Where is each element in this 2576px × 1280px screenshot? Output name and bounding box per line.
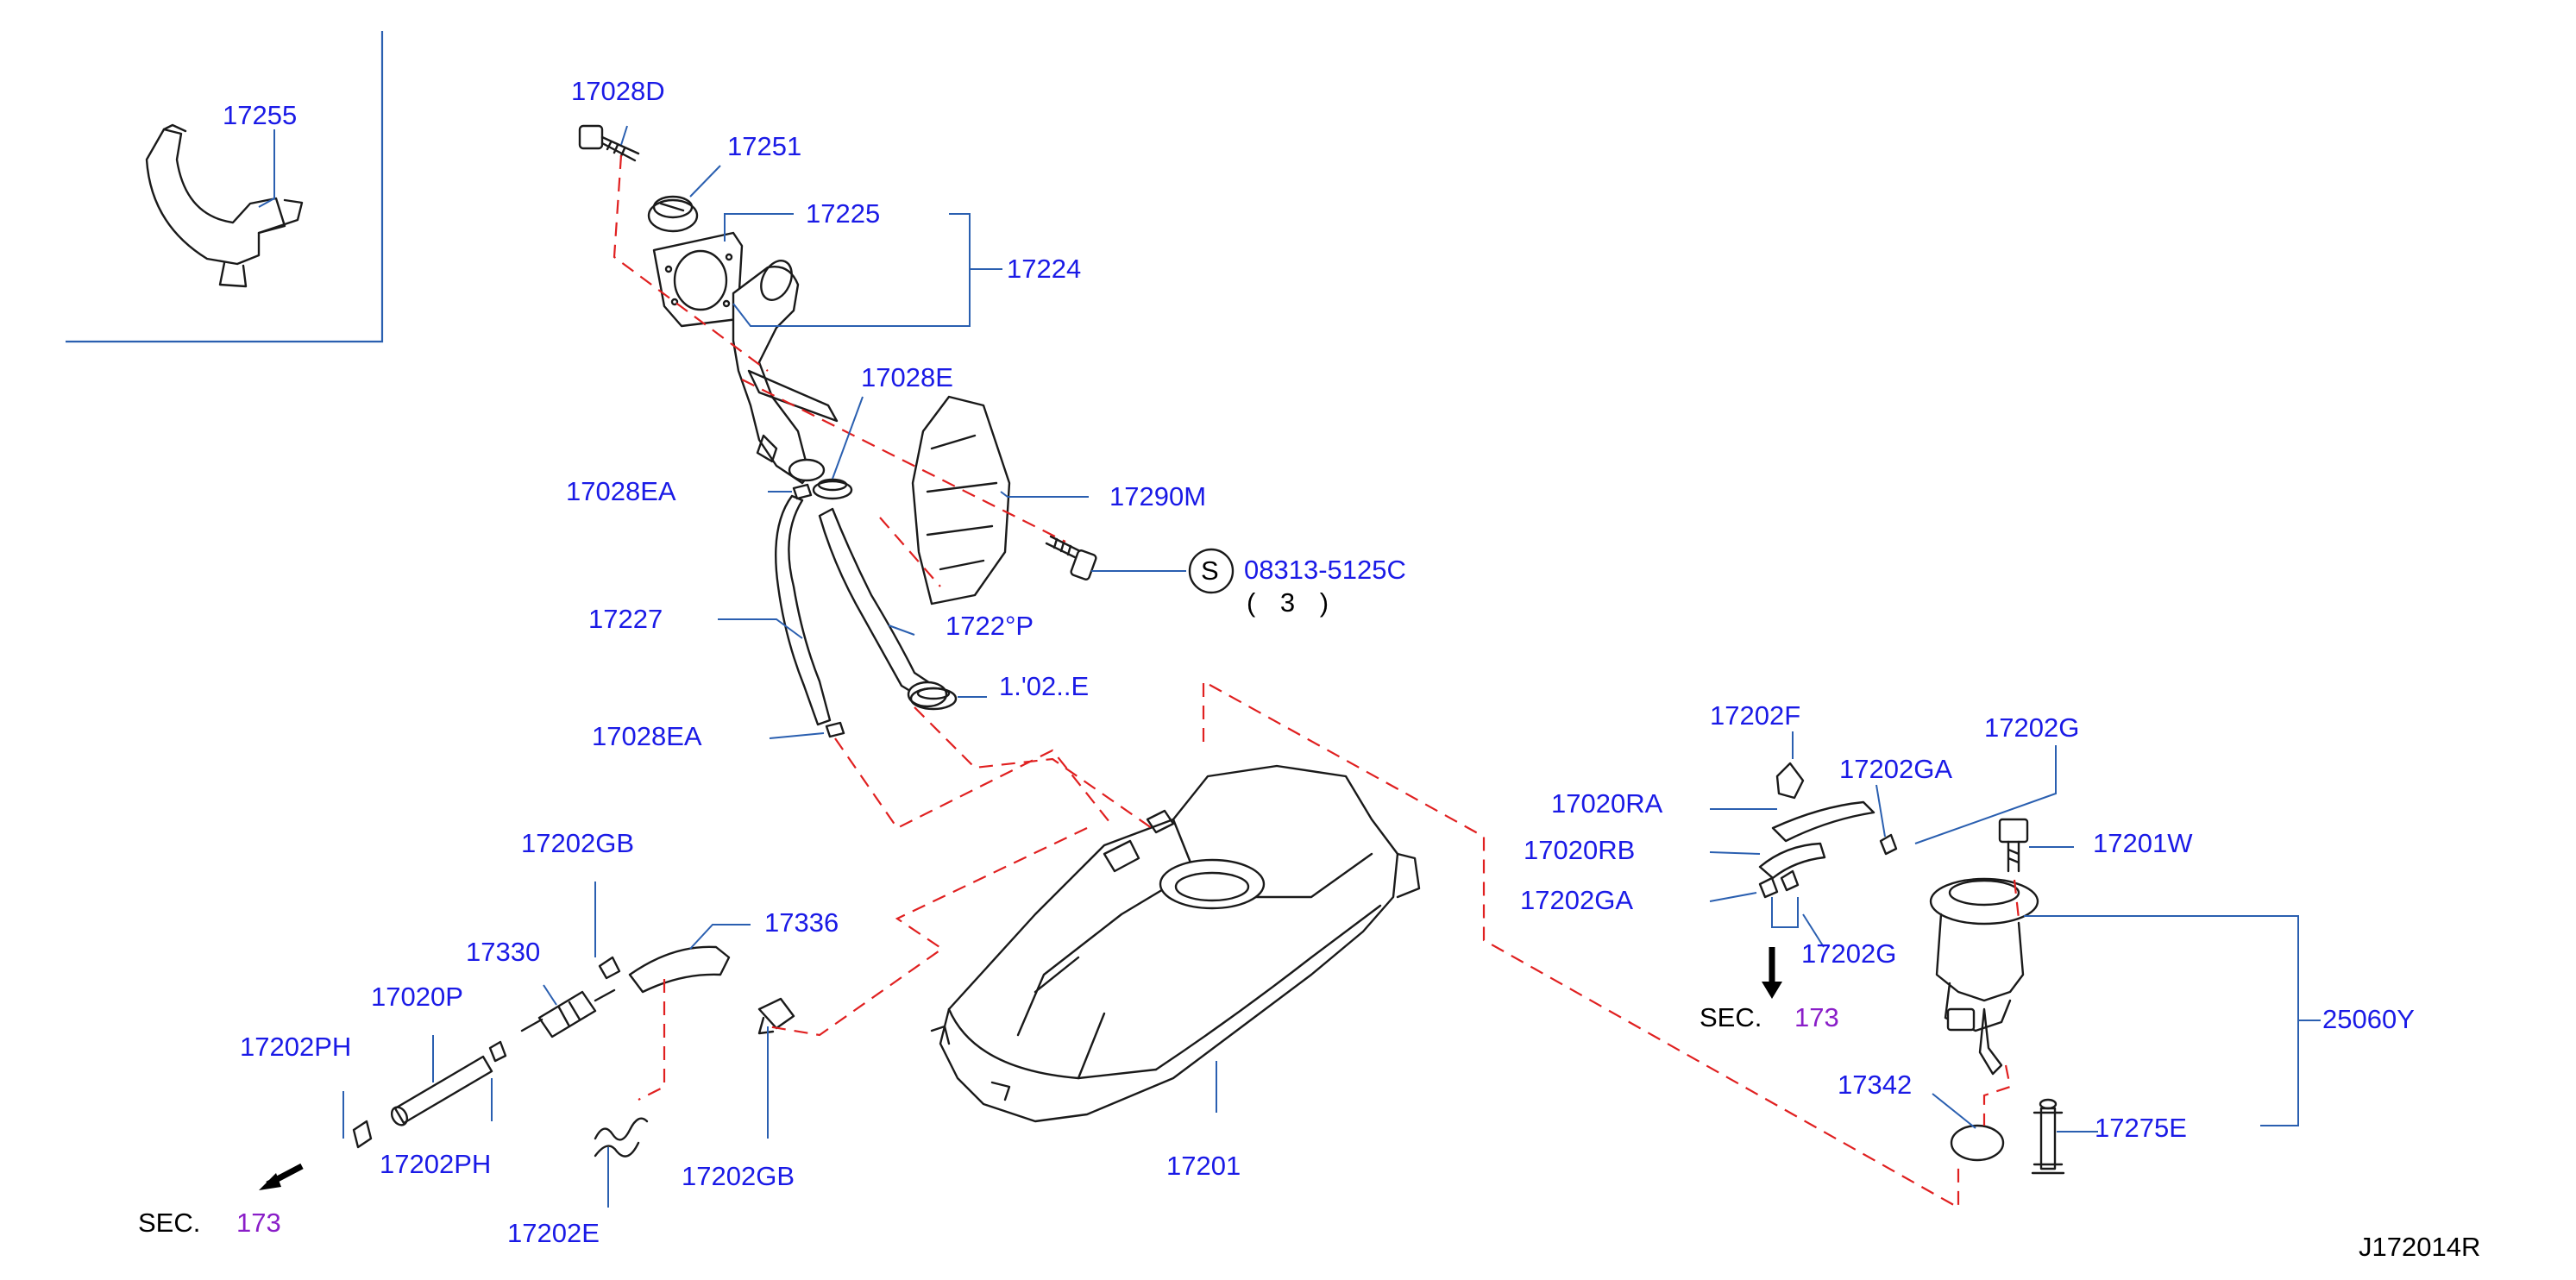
sec-number-left[interactable]: 173 (236, 1208, 281, 1238)
label-17336: 17336 (764, 907, 839, 938)
label-25060Y: 25060Y (2322, 1004, 2415, 1034)
clamp-17028EA-top (792, 483, 813, 500)
clip-17202PH (352, 1040, 507, 1149)
label-17202F: 17202F (1710, 700, 1801, 731)
label-17028EA-bottom: 17028EA (592, 721, 702, 751)
label-17028E-top: 17028E (861, 362, 953, 392)
clamp-17028EA-bottom (825, 721, 845, 738)
label-17330: 17330 (466, 937, 541, 967)
label-17202GA-top: 17202GA (1839, 754, 1952, 784)
filter-17330 (520, 988, 616, 1038)
label-1722P: 1722°P (946, 611, 1034, 641)
bracket-17255 (145, 123, 304, 288)
label-17202E: 17202E (507, 1218, 600, 1248)
phantom-lines (613, 154, 2020, 1209)
clip-17202GA (1758, 833, 1898, 899)
label-17028D: 17028D (571, 76, 665, 106)
clamp-17028E-top (812, 478, 853, 500)
label-17342: 17342 (1838, 1070, 1913, 1100)
hose-17020RB (1758, 842, 1826, 880)
label-17202G-bottom: 17202G (1801, 938, 1897, 969)
hose-17202E (594, 1117, 649, 1158)
hose-17227 (775, 494, 832, 726)
clamp-17028E-bottom (909, 687, 958, 711)
arrow-sec173-left (259, 1163, 304, 1190)
sec-prefix-left: SEC. (138, 1208, 201, 1238)
label-17275E: 17275E (2095, 1113, 2187, 1143)
screw-08313 (1045, 535, 1097, 580)
protector-17290M (911, 395, 1011, 605)
arrow-sec173-right (1762, 947, 1782, 999)
label-screw-08313: 08313-5125C (1244, 555, 1406, 585)
label-screw-qty: ( 3 ) (1247, 587, 1338, 618)
label-17020RA: 17020RA (1551, 788, 1663, 819)
clip-17202GB-top (598, 956, 621, 980)
clip-17202F (1775, 762, 1805, 800)
label-17202GB-top: 17202GB (521, 828, 634, 858)
label-17028E-bottom: 1.'02..E (999, 671, 1090, 701)
sender-17275E (2031, 1098, 2065, 1175)
sec-prefix-right: SEC. (1700, 1002, 1762, 1032)
label-17020RB: 17020RB (1524, 835, 1636, 865)
label-17201W: 17201W (2093, 828, 2193, 858)
label-17202GB-bottom: 17202GB (682, 1161, 795, 1191)
bolt-17028D (578, 124, 640, 162)
leader-lines (258, 125, 2321, 1208)
clip-17202G (1780, 869, 1800, 892)
gasket-17342 (1950, 1124, 2005, 1162)
label-17224: 17224 (1007, 254, 1082, 284)
screw-symbol-circle (1188, 548, 1235, 594)
fuel-tank-17201 (930, 764, 1421, 1123)
diagram-id: J172014R (2359, 1232, 2481, 1262)
inset-frame (66, 31, 384, 343)
bolt-17201W (1998, 818, 2029, 873)
fuel-pump-25060Y (1929, 877, 2039, 1076)
hose-17336 (628, 945, 731, 994)
label-17227: 17227 (588, 604, 663, 634)
label-17251: 17251 (727, 131, 802, 161)
hose-17020P (390, 1055, 493, 1126)
label-17020P: 17020P (371, 982, 463, 1012)
label-17202GA-left: 17202GA (1520, 885, 1633, 915)
cap-17251 (647, 195, 699, 233)
clip-17202GB (757, 997, 795, 1035)
label-17202PH-left: 17202PH (240, 1032, 352, 1062)
filler-neck-17225 (652, 231, 839, 485)
label-17202G-top: 17202G (1984, 712, 2080, 743)
hose-17020RA (1771, 800, 1875, 843)
label-17225: 17225 (806, 198, 881, 229)
label-17201: 17201 (1166, 1151, 1241, 1181)
label-17255: 17255 (223, 100, 298, 130)
label-17028EA-top: 17028EA (566, 476, 676, 506)
sec-number-right[interactable]: 173 (1794, 1002, 1839, 1032)
label-17202PH-bottom: 17202PH (380, 1149, 492, 1179)
label-17290M: 17290M (1109, 481, 1207, 511)
screw-symbol: S (1201, 555, 1219, 586)
